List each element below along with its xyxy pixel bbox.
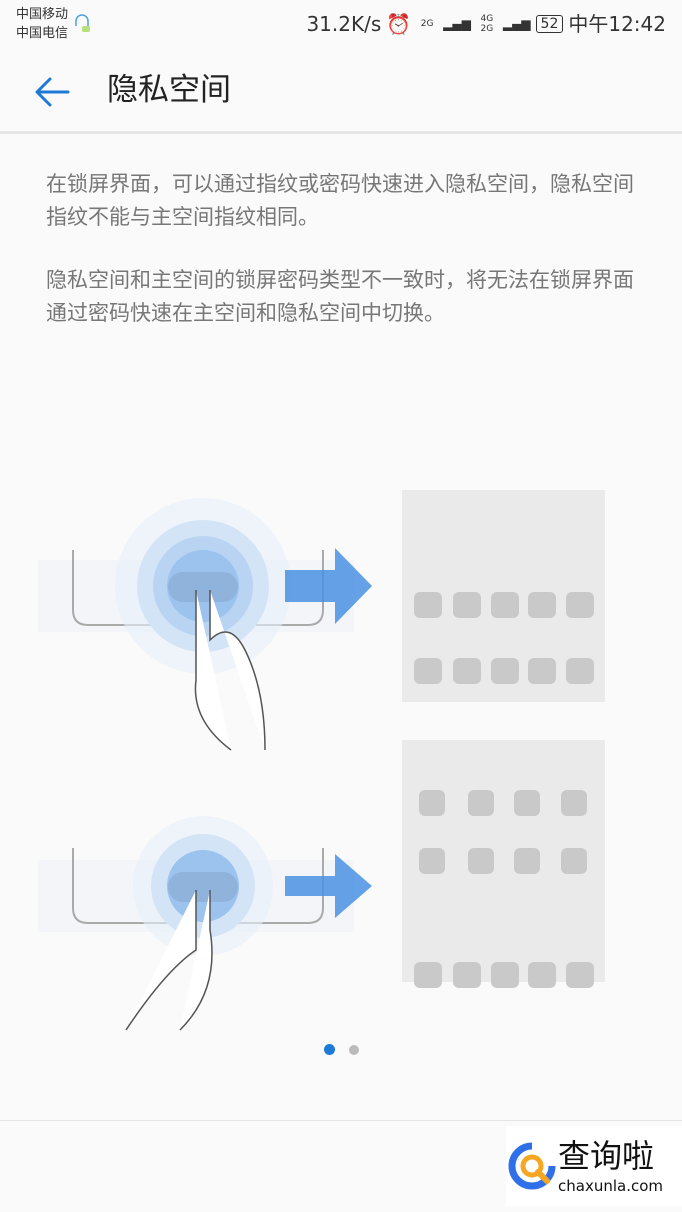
watermark-title: 查询啦	[558, 1137, 655, 1175]
signal-2-icon: 4G 2G	[480, 14, 494, 34]
carrier-info: 中国移动 中国电信	[16, 5, 68, 43]
app-header: 隐私空间	[0, 48, 682, 134]
network-speed: 31.2K/s	[306, 12, 382, 36]
watermark-url: chaxunla.com	[558, 1177, 663, 1195]
signal-bars-icon: ▂▄▆	[443, 17, 471, 31]
description: 在锁屏界面，可以通过指纹或密码快速进入隐私空间，隐私空间指纹不能与主空间指纹相同…	[46, 168, 646, 360]
page-dot-active[interactable]	[323, 1044, 335, 1055]
clock: 中午12:42	[568, 12, 666, 36]
battery-icon: 52	[535, 15, 564, 33]
search-logo-icon	[508, 1142, 556, 1190]
fingerprint-illustration	[38, 490, 605, 1031]
signal-bars-icon: ▂▄▆	[502, 17, 531, 31]
illustration-step-2	[38, 740, 605, 1031]
status-bar: 中国移动 中国电信 31.2K/s ⏰ 2G ▂▄▆ 4G 2G ▂▄▆ 52 中午…	[0, 0, 682, 48]
page-title: 隐私空间	[107, 72, 231, 108]
alarm-icon: ⏰	[386, 12, 412, 36]
signal-1-icon: 2G	[420, 19, 434, 29]
page-dot[interactable]	[348, 1044, 359, 1055]
carrier-2: 中国电信	[16, 26, 69, 41]
description-paragraph: 在锁屏界面，可以通过指纹或密码快速进入隐私空间，隐私空间指纹不能与主空间指纹相同…	[46, 172, 634, 229]
illustration-step-1	[38, 490, 605, 751]
headset-icon	[75, 14, 91, 32]
watermark: 查询啦 chaxunla.com	[506, 1126, 682, 1206]
carrier-1: 中国移动	[16, 7, 69, 22]
page-indicator	[0, 1044, 682, 1055]
back-arrow-icon[interactable]	[32, 72, 72, 112]
divider	[0, 1120, 682, 1121]
description-paragraph: 隐私空间和主空间的锁屏密码类型不一致时，将无法在锁屏界面通过密码快速在主空间和隐…	[46, 268, 634, 325]
